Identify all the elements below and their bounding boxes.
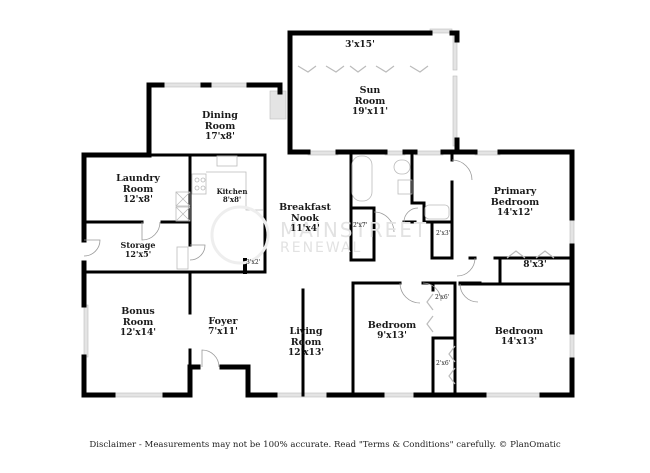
room-label-bedroom-3: Bedroom 14'x13' <box>484 326 554 348</box>
room-name: Foyer <box>208 316 238 327</box>
room-dims: 12'x8' <box>123 195 153 205</box>
room-label-primary-closet: 8'x3' <box>515 260 555 271</box>
room-label-laundry-room: Laundry Room 12'x8' <box>108 173 168 206</box>
disclaimer: Disclaimer - Measurements may not be 100… <box>89 440 561 450</box>
room-dims: 9'x13' <box>377 331 407 341</box>
room-label-kitchen: Kitchen 8'x8' <box>210 188 254 204</box>
room-dims: 7'x11' <box>208 327 238 337</box>
room-label-bedroom-2: Bedroom 9'x13' <box>362 320 422 342</box>
room-label-primary-bedroom: Primary Bedroom 14'x12' <box>480 186 550 219</box>
room-label-bedroom-2-closet: 2'x6' <box>435 294 450 301</box>
room-name: Room <box>204 121 236 132</box>
room-label-foyer: Foyer 7'x11' <box>198 316 248 338</box>
room-name: Laundry <box>116 173 160 184</box>
walls <box>81 30 575 398</box>
room-name: Kitchen <box>216 187 248 196</box>
room-name: Dining <box>202 110 238 121</box>
folding-doors <box>297 65 555 385</box>
room-name: Breakfast <box>279 202 331 213</box>
room-dims: 12'x5' <box>124 249 152 259</box>
room-name: Primary <box>493 186 537 197</box>
room-dims: 12'x13' <box>288 348 324 358</box>
room-dims: 17'x8' <box>205 132 235 142</box>
room-name: Bedroom <box>494 326 544 337</box>
room-label-sun-room-closet: 3'x15' <box>335 40 385 51</box>
watermark-line1: MAINSTREET <box>280 218 429 242</box>
room-label-bedroom-3-closet: 2'x6' <box>436 360 451 367</box>
room-name: Bonus <box>121 306 155 317</box>
room-name: Sun <box>359 85 381 96</box>
room-label-storage: Storage 12'x5' <box>108 241 168 259</box>
room-dims: 8'x3' <box>523 260 547 270</box>
room-label-bath-closet: 2'x3' <box>436 230 451 237</box>
room-name: Bedroom <box>490 197 540 208</box>
room-dims: 8'x8' <box>222 195 242 204</box>
room-dims: 12'x14' <box>120 328 156 338</box>
doors <box>83 159 479 368</box>
room-name: Storage <box>120 240 156 250</box>
room-label-living-room: Living Room 12'x13' <box>276 326 336 359</box>
room-name: Room <box>290 337 322 348</box>
room-label-dining-room: Dining Room 17'x8' <box>190 110 250 143</box>
room-dims: 14'x12' <box>497 208 533 218</box>
room-name: Room <box>122 317 154 328</box>
room-label-bonus-room: Bonus Room 12'x14' <box>108 306 168 339</box>
room-name: Living <box>289 326 323 337</box>
room-dims: 14'x13' <box>501 337 537 347</box>
room-dims: 19'x11' <box>352 107 388 117</box>
room-name: Room <box>354 96 386 107</box>
room-name: Room <box>122 184 154 195</box>
room-label-pantry: 3'x2' <box>246 259 261 266</box>
room-label-breakfast-nook: Breakfast Nook 11'x4' <box>270 202 340 235</box>
room-dims: 3'x15' <box>345 40 375 50</box>
fixtures <box>175 155 450 270</box>
room-dims: 11'x4' <box>290 224 320 234</box>
room-name: Nook <box>291 213 319 224</box>
watermark-line2: RENEWAL <box>280 240 363 256</box>
room-name: Bedroom <box>367 320 417 331</box>
room-label-hall-closet: 2'x7' <box>353 222 368 229</box>
room-label-sun-room: Sun Room 19'x11' <box>330 85 410 118</box>
